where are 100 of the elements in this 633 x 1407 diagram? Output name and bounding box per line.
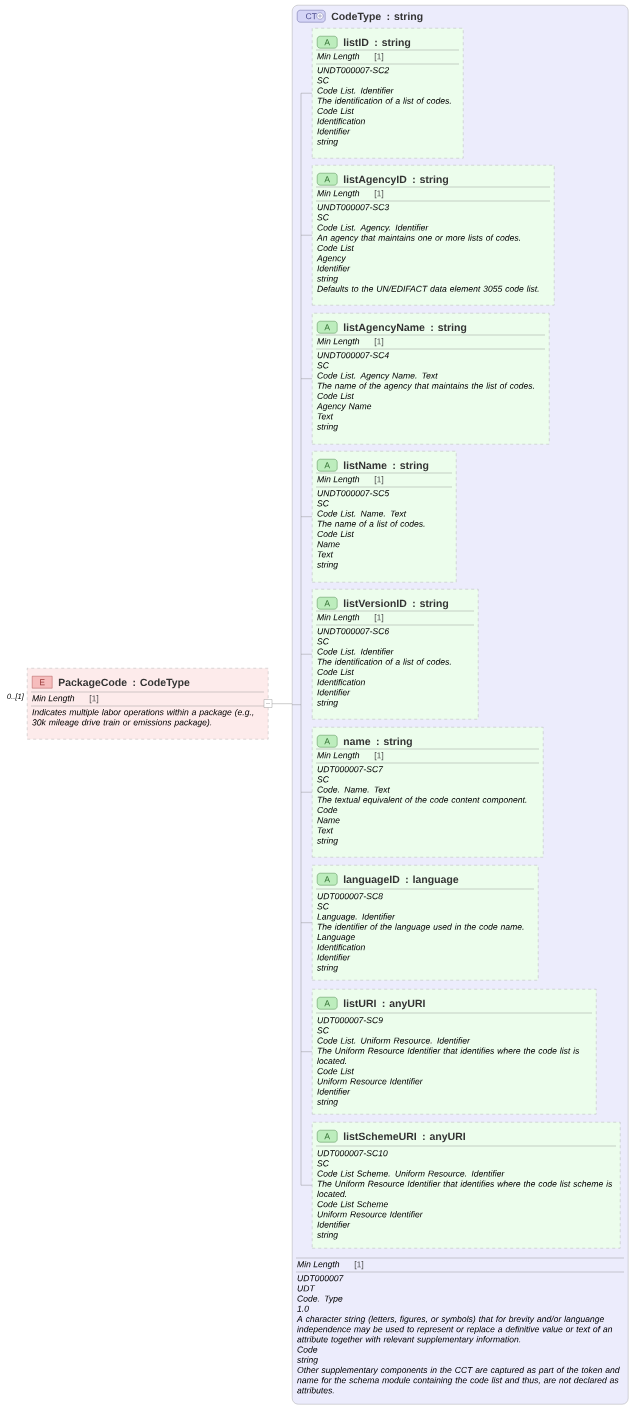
- annotation-text: Code List. Identifier: [317, 87, 394, 94]
- facet-name: Min Length: [297, 1260, 340, 1269]
- annotation-text: UNDT000007-SC6: [317, 628, 390, 635]
- kind-badge: A: [317, 459, 338, 472]
- facet-value: [1]: [374, 752, 384, 761]
- annotation-text: The name of a list of codes.: [317, 520, 425, 527]
- annotation-text: An agency that maintains one or more lists of codes.: [316, 234, 520, 243]
- type-name: : string: [393, 461, 429, 472]
- annotation-text: Code: [297, 1346, 318, 1353]
- kind-badge: A: [317, 1130, 338, 1143]
- annotation-text: Code. Name. Text: [317, 786, 391, 793]
- type-name: : string: [377, 737, 412, 748]
- annotation-text: The identifier of the language used in the code name.: [317, 923, 524, 932]
- type-name: : language: [406, 875, 459, 886]
- annotation-text: Other supplementary components in the CCT are captured as part of the token and name for the schema module containing the code list and thus, are not declared as attributes.: [297, 1366, 620, 1394]
- annotation-text: Code List. Uniform Resource. Identifier: [317, 1037, 471, 1044]
- annotation-text: UDT000007: [297, 1275, 344, 1282]
- facet-name: Min Length: [317, 52, 360, 61]
- annotation-text: A character string (letters, figures, or symbols) that for brevity and/or languange independence may be used to represent or replace a definitive value or text of an attribute together with relevant supplementary information.: [296, 1315, 613, 1345]
- annotation-text: Text: [317, 827, 334, 834]
- annotation-text: string: [317, 1098, 338, 1107]
- annotation-text: UNDT000007-SC2: [317, 67, 390, 74]
- annotation-text: string: [297, 1356, 318, 1365]
- annotation-text: UNDT000007-SC5: [317, 490, 390, 497]
- annotation-text: Agency Name: [316, 403, 372, 411]
- type-name: : anyURI: [423, 1132, 465, 1143]
- annotation-text: UDT000007-SC7: [317, 766, 384, 773]
- annotation-text: Code: [317, 806, 338, 814]
- facet-value: [1]: [374, 614, 384, 623]
- annotation-text: SC: [317, 638, 329, 645]
- annotation-text: Code List: [317, 392, 355, 400]
- component-name: listAgencyID: [343, 175, 407, 186]
- annotation-text: Identifier: [317, 954, 351, 961]
- annotation-text: string: [317, 964, 338, 973]
- annotation-text: The name of the agency that maintains the list of codes.: [317, 382, 534, 391]
- annotation-text: UDT000007-SC10: [317, 1150, 388, 1157]
- annotation-text: The textual equivalent of the code content component.: [317, 796, 527, 805]
- type-name: : string: [413, 599, 449, 610]
- component-name: listURI: [343, 999, 376, 1008]
- kind-badge: A: [317, 997, 338, 1010]
- annotation-text: UNDT000007-SC4: [317, 352, 389, 359]
- facet-name: Min Length: [32, 694, 75, 703]
- annotation-text: Code List: [317, 530, 355, 538]
- annotation-text: Code List: [317, 1067, 355, 1075]
- annotation-text: string: [317, 837, 338, 846]
- annotation-text: Identification: [317, 678, 365, 686]
- annotation-text: string: [317, 275, 338, 284]
- annotation-text: UNDT000007-SC3: [317, 204, 390, 211]
- component-name: listVersionID: [343, 599, 407, 608]
- annotation-text: Code List. Name. Text: [317, 510, 407, 517]
- annotation-text: Code List: [317, 244, 355, 252]
- annotation-text: Text: [317, 551, 334, 558]
- annotation-text: Uniform Resource Identifier: [317, 1078, 423, 1085]
- annotation-text: SC: [317, 362, 329, 369]
- annotation-text: string: [317, 1231, 338, 1240]
- type-name: : string: [413, 175, 449, 186]
- annotation-text: Agency: [316, 255, 347, 263]
- annotation-text: Code List. Identifier: [317, 648, 394, 655]
- kind-badge: A: [317, 321, 338, 334]
- type-name: : string: [431, 323, 467, 334]
- component-name: listAgencyName: [343, 323, 425, 334]
- facet-value: [1]: [89, 695, 99, 704]
- kind-badge: A: [317, 36, 338, 49]
- annotation-text: Code List Scheme: [317, 1200, 388, 1208]
- annotation-text: UDT000007-SC8: [317, 893, 383, 900]
- annotation-text: Text: [317, 413, 334, 420]
- kind-badge: A: [317, 173, 338, 186]
- component-name: listID: [343, 38, 369, 47]
- annotation-text: string: [317, 423, 338, 432]
- facet-value: [1]: [354, 1261, 364, 1270]
- annotation-text: Indicates multiple labor operations within a package (e.g., 30k mileage drive train or emissions package).: [32, 708, 254, 728]
- annotation-text: Identification: [317, 943, 365, 951]
- type-name: : string: [387, 12, 423, 23]
- type-name: : anyURI: [382, 999, 425, 1010]
- annotation-text: Code List: [317, 668, 355, 676]
- annotation-text: Identification: [317, 117, 365, 125]
- facet-name: Min Length: [317, 189, 360, 198]
- annotation-text: UDT: [297, 1285, 316, 1292]
- annotation-text: SC: [317, 776, 329, 783]
- facet-value: [1]: [374, 190, 384, 199]
- tree-connector: [291, 93, 313, 1186]
- facet-name: Min Length: [317, 751, 360, 760]
- annotation-text: SC: [317, 1160, 329, 1167]
- annotation-text: SC: [317, 77, 329, 84]
- facet-value: [1]: [374, 53, 384, 62]
- annotation-text: The identification of a list of codes.: [317, 658, 451, 665]
- facet-value: [1]: [374, 476, 384, 485]
- type-name: : string: [375, 38, 411, 49]
- annotation-text: string: [317, 138, 338, 147]
- annotation-text: Code List. Agency Name. Text: [317, 372, 438, 381]
- component-name: PackageCode: [58, 678, 127, 689]
- kind-badge: A: [317, 735, 338, 748]
- annotation-text: The Uniform Resource Identifier that identifies where the code list is located.: [317, 1047, 580, 1065]
- annotation-text: SC: [317, 903, 329, 910]
- annotation-text: Code List: [317, 107, 355, 115]
- annotation-text: Identifier: [317, 128, 351, 135]
- annotation-text: UDT000007-SC9: [317, 1017, 383, 1024]
- annotation-text: The Uniform Resource Identifier that identifies where the code list scheme is located.: [317, 1180, 613, 1198]
- facet-name: Min Length: [317, 475, 360, 484]
- annotation-text: Code List Scheme. Uniform Resource. Identifier: [317, 1170, 505, 1177]
